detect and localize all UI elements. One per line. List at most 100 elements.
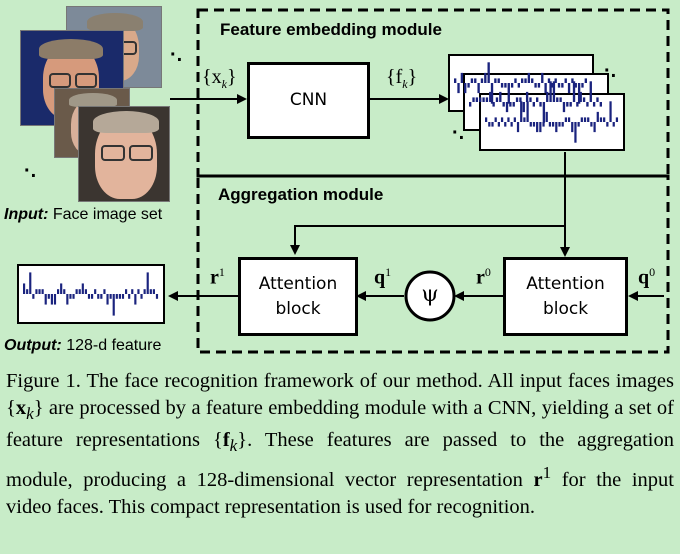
feature-bar: [118, 294, 121, 299]
feature-bar: [523, 117, 526, 122]
feature-bar: [490, 83, 494, 104]
feature-bar: [44, 294, 47, 305]
feature-bar: [572, 81, 576, 102]
feature-bar: [457, 83, 460, 94]
feature-bar: [596, 97, 599, 102]
figure-diagram-lines: [168, 8, 670, 354]
feature-bar: [586, 102, 589, 107]
input-set-symbol: {xk}: [202, 66, 237, 91]
feature-bar: [596, 111, 599, 122]
feature-bar: [557, 83, 561, 88]
feature-bar: [547, 78, 551, 83]
face-image: [78, 106, 170, 202]
feature-bar: [482, 97, 485, 102]
feature-bar: [539, 102, 542, 107]
feature-bar: [541, 72, 544, 83]
feature-bar: [566, 102, 569, 107]
feature-bar: [551, 83, 554, 88]
feature-bar: [509, 102, 512, 107]
feature-bar: [454, 78, 457, 83]
output-label-bold: Output:: [4, 337, 62, 354]
feature-bar: [569, 102, 572, 107]
feature-bar: [467, 83, 470, 88]
feature-bar: [38, 289, 41, 294]
feature-bar: [475, 97, 479, 102]
feature-bar: [561, 83, 564, 88]
feature-bar: [87, 294, 91, 299]
feature-bar: [504, 83, 507, 88]
feature-bar: [567, 83, 571, 94]
feature-bar: [527, 72, 531, 83]
feature-bar: [514, 78, 517, 83]
feature-bar: [140, 294, 143, 299]
feature-bar: [603, 117, 606, 122]
feature-bar: [489, 91, 492, 102]
feature-bar: [581, 83, 584, 88]
feature-bar: [485, 97, 489, 102]
feature-bar: [29, 272, 32, 294]
feature-bar: [521, 78, 524, 83]
feature-bar: [513, 117, 516, 122]
feature-bar: [502, 102, 505, 107]
q0-symbol: q0: [638, 265, 656, 289]
feature-bar: [505, 102, 509, 113]
ellipsis-dots: ·.: [452, 122, 465, 144]
feature-bar: [32, 294, 35, 299]
feature-bar: [542, 122, 545, 127]
face-image-set: [14, 6, 174, 202]
cnn-label: CNN: [289, 90, 328, 110]
input-label: Input: Face image set: [4, 206, 162, 224]
feature-bar: [571, 78, 574, 83]
feature-bar: [580, 117, 583, 122]
feature-bar: [75, 289, 78, 294]
feature-bar: [63, 289, 66, 294]
feature-bar: [47, 294, 50, 299]
feature-module-title: Feature embedding module: [220, 20, 442, 39]
feature-bar: [494, 117, 497, 122]
feature-bar: [474, 78, 477, 83]
feature-bar: [536, 97, 539, 102]
feature-bar: [593, 122, 596, 133]
feature-bar: [507, 117, 510, 122]
feature-bar: [592, 102, 596, 107]
r1-symbol: r1: [210, 265, 225, 289]
feature-bar: [35, 289, 38, 294]
framework-figure: Feature embedding module Aggregation mod…: [4, 6, 670, 355]
feature-bar: [556, 97, 559, 102]
feature-bar: [492, 102, 495, 107]
feature-bar: [564, 117, 567, 122]
feature-bar: [515, 97, 519, 102]
feature-bar: [460, 72, 464, 83]
feature-bar: [131, 289, 134, 294]
feature-bar: [564, 78, 567, 83]
feature-bar: [606, 122, 609, 127]
output-label-text: 128-d feature: [61, 337, 162, 354]
attention-block-label: Attention block: [526, 273, 605, 319]
feature-bar: [69, 294, 72, 299]
feature-bar: [488, 122, 491, 127]
feature-bar: [84, 289, 87, 294]
feature-set-symbol: {fk}: [386, 66, 418, 91]
feature-bar: [544, 83, 547, 94]
feature-bar: [81, 283, 84, 294]
feature-bar: [494, 78, 497, 83]
feature-bar: [546, 91, 549, 102]
feature-bar: [106, 294, 109, 305]
feature-bar: [487, 62, 490, 83]
output-label: Output: 128-d feature: [4, 337, 161, 355]
feature-bar: [510, 122, 513, 127]
feature-bar: [552, 81, 556, 102]
attention-block-left: Attention block: [238, 257, 358, 336]
feature-bar: [500, 117, 504, 122]
figure-caption: Figure 1. The face recognition framework…: [6, 370, 674, 519]
feature-vectors-stack: [448, 54, 625, 151]
feature-bar: [491, 122, 494, 127]
feature-bar: [125, 289, 128, 294]
feature-module-frame: [196, 8, 670, 178]
feature-bar: [472, 97, 475, 102]
feature-bar: [519, 97, 522, 102]
feature-bar: [470, 78, 474, 83]
aggregation-module-frame: [196, 174, 670, 354]
output-feature-vector: [17, 264, 165, 324]
feature-bar: [100, 294, 103, 299]
